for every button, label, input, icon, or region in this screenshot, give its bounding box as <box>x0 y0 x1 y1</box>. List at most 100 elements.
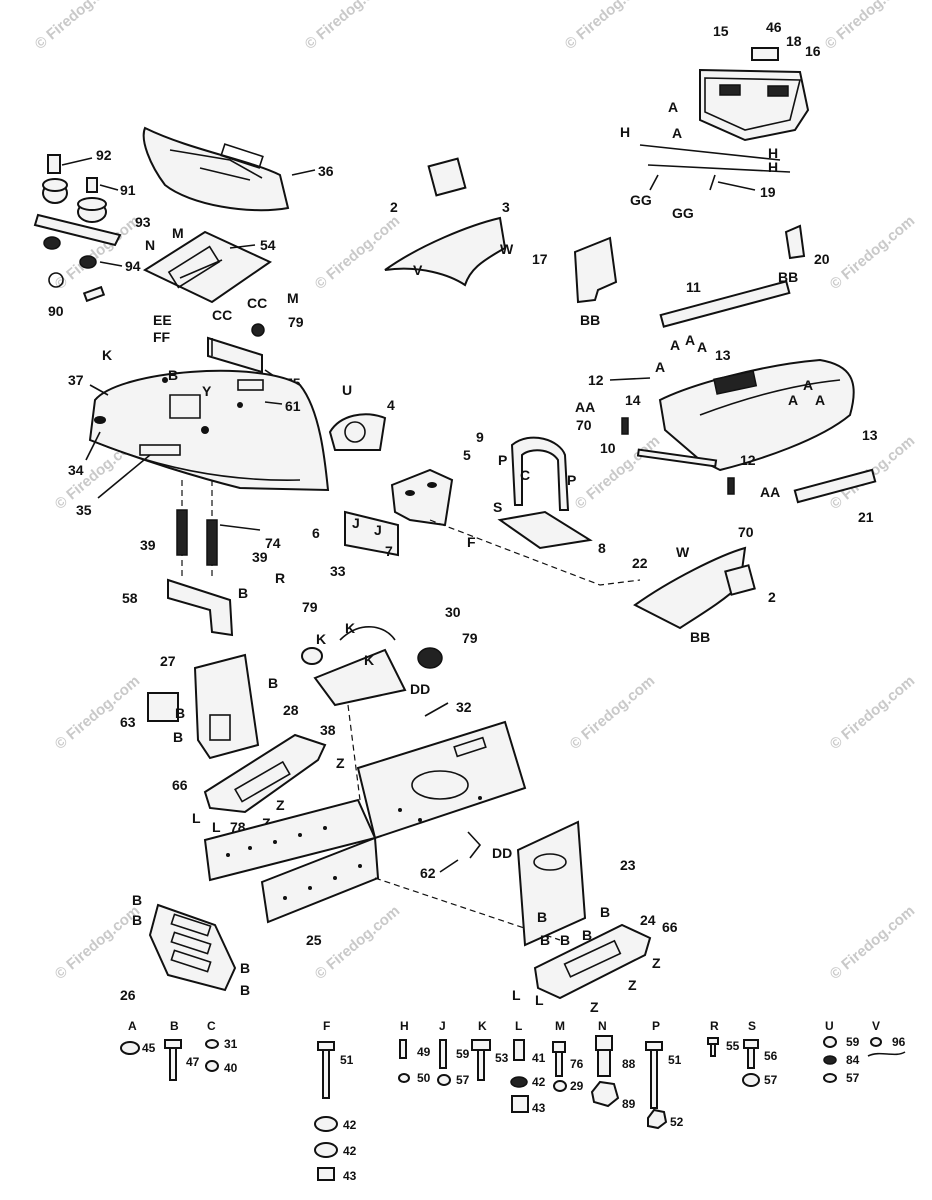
tag-H: H <box>768 145 778 161</box>
callout-33: 33 <box>330 563 346 579</box>
callout-19: 19 <box>760 184 776 200</box>
tag-K: K <box>102 347 112 363</box>
hw-letter-A: A <box>128 1019 137 1033</box>
callout-13: 13 <box>715 347 731 363</box>
callout-34: 34 <box>68 462 84 478</box>
callout-22: 22 <box>632 555 648 571</box>
callout-5: 5 <box>463 447 471 463</box>
callout-66: 66 <box>662 919 678 935</box>
tag-GG: GG <box>672 205 694 221</box>
callout-90: 90 <box>48 303 64 319</box>
tag-W: W <box>500 241 514 257</box>
hw-part-56: 56 <box>764 1049 778 1063</box>
watermark: © Firedog.com <box>312 212 404 293</box>
watermark: © Firedog.com <box>827 902 919 983</box>
watermark: © Firedog.com <box>302 0 394 53</box>
front-panel-26: B B B B 26 <box>120 892 250 1003</box>
tag-H: H <box>620 124 630 140</box>
tag-S: S <box>493 499 502 515</box>
seat-part: 36 <box>142 126 334 212</box>
tag-A: A <box>655 359 665 375</box>
hw-letter-N: N <box>598 1019 607 1033</box>
hw-letter-M: M <box>555 1019 565 1033</box>
callout-14: 14 <box>625 392 641 408</box>
callout-58: 58 <box>122 590 138 606</box>
seat-spring-assembly: 92 91 93 94 90 <box>33 147 151 319</box>
callout-9: 9 <box>476 429 484 445</box>
tag-A: A <box>697 339 707 355</box>
watermark: © Firedog.com <box>312 902 404 983</box>
hw-part-40: 40 <box>224 1061 238 1075</box>
tag-Z: Z <box>590 999 599 1015</box>
callout-38: 38 <box>320 722 336 738</box>
callout-15: 15 <box>713 23 729 39</box>
callout-94: 94 <box>125 258 141 274</box>
steering-support: R 33 79 K K K 30 79 <box>275 563 478 707</box>
hood-bracket-part: 58 B <box>122 578 248 637</box>
callout-30: 30 <box>445 604 461 620</box>
tag-L: L <box>212 819 221 835</box>
callout-54: 54 <box>260 237 276 253</box>
watermark: © Firedog.com <box>562 0 654 53</box>
brackets-17-20: 17 BB 20 BB <box>532 224 830 328</box>
tag-H: H <box>768 159 778 175</box>
tag-BB: BB <box>580 312 600 328</box>
tag-CC: CC <box>247 295 267 311</box>
tag-A: A <box>815 392 825 408</box>
callout-4: 4 <box>387 397 395 413</box>
callout-93: 93 <box>135 214 151 230</box>
tag-M: M <box>287 290 299 306</box>
callout-36: 36 <box>318 163 334 179</box>
tag-DD: DD <box>492 845 512 861</box>
callout-39: 39 <box>140 537 156 553</box>
tag-B: B <box>268 675 278 691</box>
watermark: © Firedog.com <box>827 212 919 293</box>
hood-part: K B Y 37 61 34 35 <box>68 347 330 518</box>
hw-part-84: 84 <box>846 1053 860 1067</box>
hw-part-29: 29 <box>570 1079 584 1093</box>
watermark: © Firedog.com <box>572 432 664 513</box>
tag-B: B <box>132 912 142 928</box>
hw-part-51: 51 <box>668 1053 682 1067</box>
hw-part-89: 89 <box>622 1097 636 1111</box>
callout-70: 70 <box>576 417 592 433</box>
tag-Z: Z <box>336 755 345 771</box>
tag-B: B <box>168 367 178 383</box>
seat-bracket-part: 54 N M M EE FF <box>142 225 299 345</box>
callout-24: 24 <box>640 912 656 928</box>
tag-Y: Y <box>202 383 212 399</box>
callout-2: 2 <box>390 199 398 215</box>
callout-13: 13 <box>862 427 878 443</box>
callout-32: 32 <box>456 699 472 715</box>
tag-V: V <box>413 262 423 278</box>
callout-12: 12 <box>740 452 756 468</box>
callout-12: 12 <box>588 372 604 388</box>
watermark: © Firedog.com <box>52 672 144 753</box>
callout-6: 6 <box>312 525 320 541</box>
tag-A: A <box>685 332 695 348</box>
tag-FF: FF <box>153 329 171 345</box>
callout-11: 11 <box>686 279 701 295</box>
tag-A: A <box>788 392 798 408</box>
tag-B: B <box>582 927 592 943</box>
hw-letter-C: C <box>207 1019 216 1033</box>
tag-K: K <box>345 620 355 636</box>
tag-C: C <box>520 467 530 483</box>
callout-10: 10 <box>600 440 616 456</box>
tag-J: J <box>374 522 382 538</box>
hw-part-49: 49 <box>417 1045 431 1059</box>
tag-N: N <box>145 237 155 253</box>
tag-CC: CC <box>212 307 232 323</box>
tag-B: B <box>240 982 250 998</box>
hw-letter-S: S <box>748 1019 756 1033</box>
tag-B: B <box>600 904 610 920</box>
tag-B: B <box>540 932 550 948</box>
tag-Z: Z <box>628 977 637 993</box>
tag-B: B <box>560 932 570 948</box>
tag-M: M <box>172 225 184 241</box>
hw-part-76: 76 <box>570 1057 584 1071</box>
tag-B: B <box>132 892 142 908</box>
callout-20: 20 <box>814 251 830 267</box>
hw-letter-J: J <box>439 1019 446 1033</box>
hw-part-57: 57 <box>764 1073 778 1087</box>
